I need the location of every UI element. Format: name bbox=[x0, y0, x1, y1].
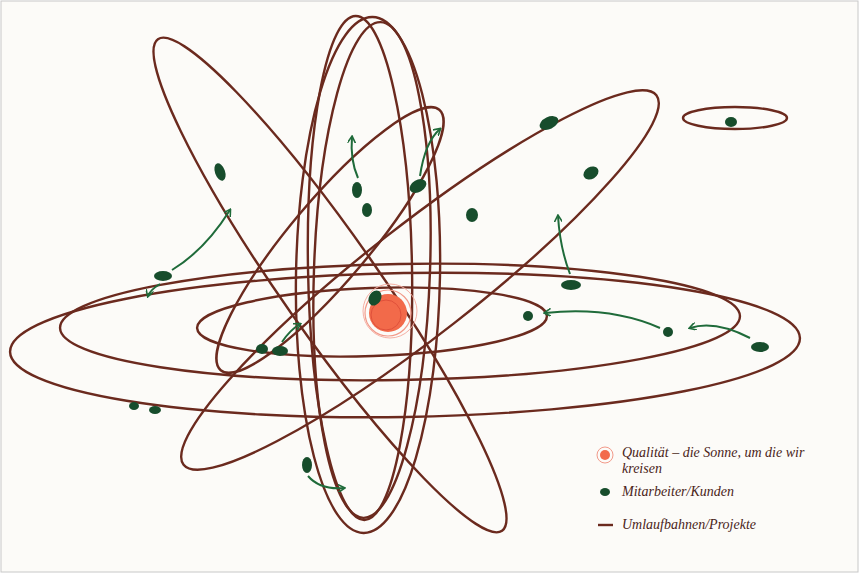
legend-text: Qualität – die Sonne, um die wir kreisen bbox=[622, 445, 847, 477]
legend-text: Umlaufbahnen/Projekte bbox=[622, 517, 847, 533]
legend-text: Mitarbeiter/Kunden bbox=[622, 484, 847, 500]
legend-samples bbox=[597, 447, 613, 525]
people-dots bbox=[129, 113, 769, 473]
quality-sun bbox=[363, 284, 417, 338]
movement-arrows bbox=[148, 129, 750, 488]
orbits bbox=[9, 12, 801, 559]
